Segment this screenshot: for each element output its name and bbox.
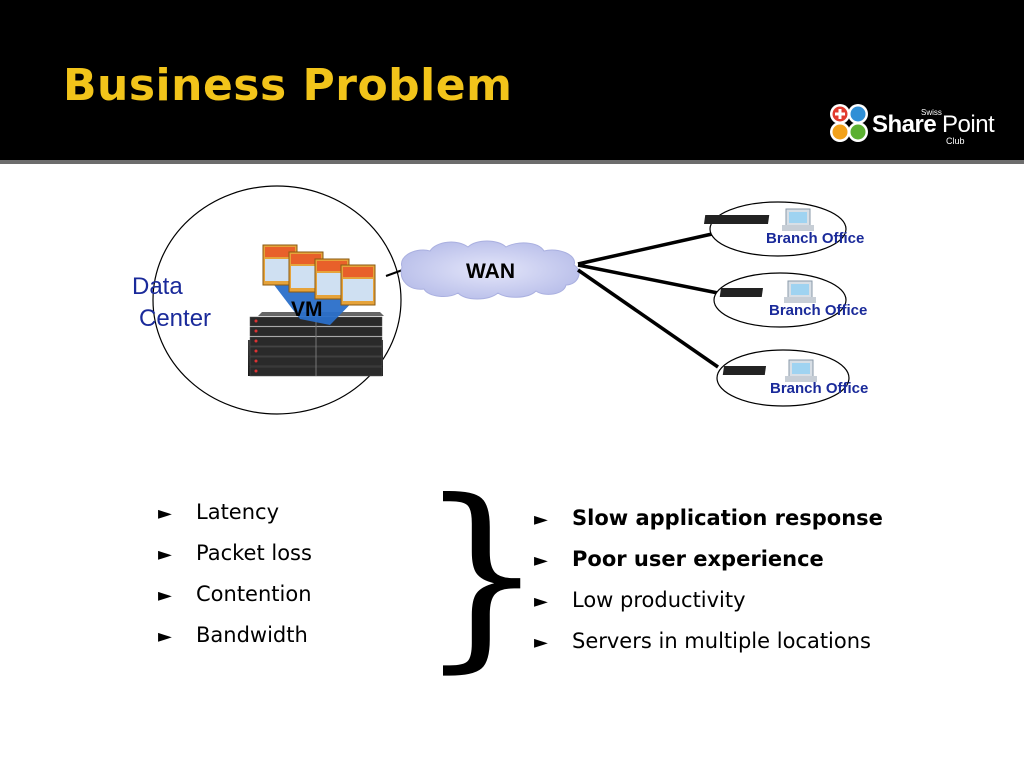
logo-swiss-text: Swiss [921,108,942,117]
wan-branch-link-1 [577,232,713,266]
list-item-text: Servers in multiple locations [572,629,871,653]
list-item-text: Poor user experience [572,547,824,571]
list-item: ► Servers in multiple locations [534,626,883,667]
bullet-arrow-icon: ► [534,632,548,653]
bullet-arrow-icon: ► [534,591,548,612]
branch-office-node-3 [716,349,850,407]
bullet-arrow-icon: ► [158,503,172,524]
vm-app-card-icon [340,264,376,306]
list-item: ► Latency [158,497,312,538]
bullet-arrow-icon: ► [158,544,172,565]
clover-logo-icon [830,104,868,142]
list-item-text: Latency [196,500,280,524]
logo-point-text: Point [942,111,995,138]
vm-label: VM [291,298,323,321]
data-center-label-line1: Data [132,273,183,300]
wan-cloud-shape [400,240,580,300]
branch-office-label: Branch Office [770,380,869,397]
slide-body: Data Center VM WAN Branch Office Branch … [0,167,1024,768]
header-divider-gray [0,160,1024,164]
bullet-arrow-icon: ► [158,626,172,647]
list-item: ► Packet loss [158,538,312,579]
slide-header: Business Problem Swiss Share Point Club [0,0,1024,160]
bullet-arrow-icon: ► [534,550,548,571]
logo-club-text: Club [946,136,965,146]
list-item-text: Low productivity [572,588,746,612]
right-curly-brace: } [418,458,546,691]
list-item: ► Low productivity [534,585,883,626]
list-item: ► Slow application response [534,503,883,544]
list-item-text: Slow application response [572,506,883,530]
data-center-ellipse [152,185,402,415]
wan-branch-link-3 [577,268,719,369]
branch-office-label: Branch Office [769,302,868,319]
wan-branch-link-2 [577,263,719,295]
data-center-label: Data Center [132,271,211,335]
list-item: ► Contention [158,579,312,620]
effects-list: ► Slow application response ► Poor user ex… [534,503,883,667]
bullet-arrow-icon: ► [158,585,172,606]
slide-title: Business Problem [63,60,513,111]
list-item-text: Contention [196,582,312,606]
bullet-arrow-icon: ► [534,509,548,530]
branch-office-node-1 [703,201,847,257]
wan-label: WAN [466,260,515,283]
header-divider-white [0,164,1024,167]
sharepoint-club-logo: Swiss Share Point Club [826,100,1006,150]
list-item: ► Poor user experience [534,544,883,585]
list-item-text: Packet loss [196,541,312,565]
network-diagram [152,185,850,415]
branch-office-label: Branch Office [766,230,865,247]
data-center-label-line2: Center [139,305,212,332]
causes-list: ► Latency ► Packet loss ► Contention ► Bandw… [158,497,312,661]
list-item: ► Bandwidth [158,620,312,661]
branch-office-node-2 [713,272,847,328]
logo-share-text: Share [872,111,937,138]
list-item-text: Bandwidth [196,623,308,647]
